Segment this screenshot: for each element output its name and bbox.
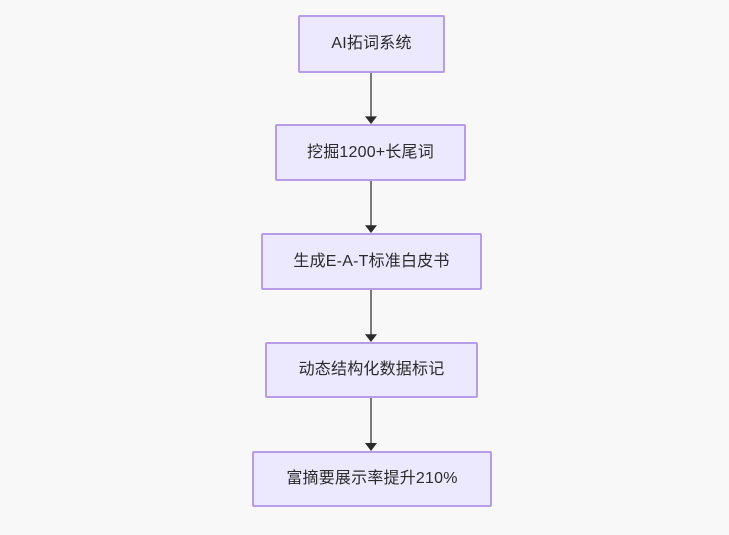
arrowhead-icon	[365, 225, 377, 233]
flow-node-generate-eat-whitepaper[interactable]: 生成E-A-T标准白皮书	[261, 233, 482, 290]
flow-node-label: 生成E-A-T标准白皮书	[293, 252, 450, 270]
flow-node-label: 富摘要展示率提升210%	[286, 470, 458, 488]
flow-node-dynamic-structured-data-markup[interactable]: 动态结构化数据标记	[265, 342, 478, 398]
flow-node-label: 挖掘1200+长尾词	[307, 143, 434, 161]
edge-n3-n4	[365, 290, 377, 342]
edge-n1-n2	[365, 73, 377, 124]
arrowhead-icon	[365, 334, 377, 342]
edge-n2-n3	[365, 181, 377, 233]
arrowhead-icon	[365, 443, 377, 451]
edge-n4-n5	[365, 398, 377, 451]
flow-node-rich-snippet-impression-lift[interactable]: 富摘要展示率提升210%	[252, 451, 492, 507]
flow-node-mine-longtail-keywords[interactable]: 挖掘1200+长尾词	[275, 124, 466, 181]
arrowhead-icon	[365, 116, 377, 124]
flow-node-label: AI拓词系统	[331, 35, 412, 53]
flow-node-label: 动态结构化数据标记	[298, 361, 445, 379]
flow-node-ai-keyword-system[interactable]: AI拓词系统	[298, 15, 445, 73]
